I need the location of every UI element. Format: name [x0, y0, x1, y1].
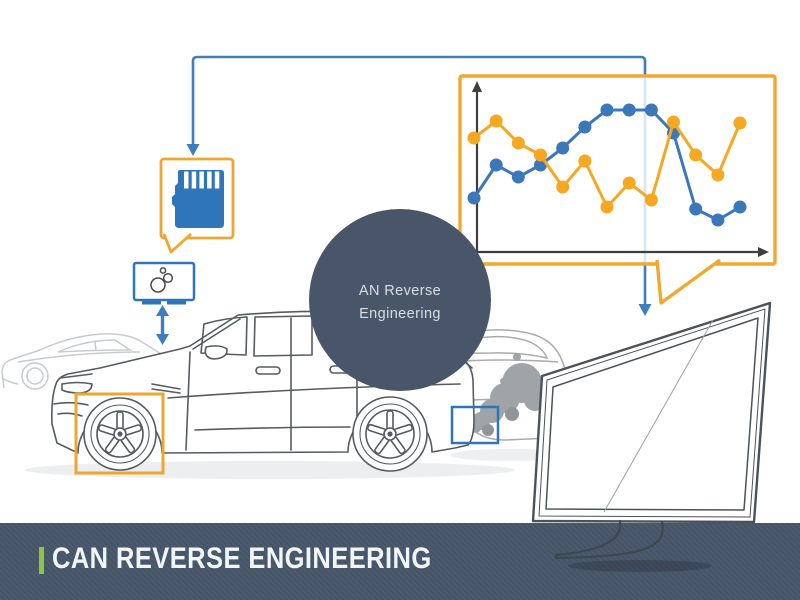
badge-circle: AN Reverse Engineering: [309, 209, 491, 391]
blue-highlight-box: [450, 405, 500, 445]
monitor-icon: [531, 301, 772, 572]
car-bumper-lines: [53, 401, 89, 417]
car-rear-window: [253, 315, 313, 357]
data-point-orange: [644, 193, 658, 207]
sd-card-pins: [184, 171, 220, 189]
chart-series: [467, 103, 747, 227]
dongle-foot: [167, 300, 186, 305]
data-point-blue: [511, 170, 525, 184]
line-chart-speech-bubble: [458, 74, 777, 266]
orange-highlight-box: [74, 392, 165, 475]
data-point-blue: [556, 141, 570, 155]
up-down-arrow-icon: [156, 305, 169, 345]
car-headlight: [61, 381, 93, 394]
bg-car-left-rim: [26, 367, 44, 385]
front-wheel-spokes: [97, 411, 143, 454]
car-door-handle: [255, 366, 281, 375]
data-point-orange: [578, 154, 592, 168]
data-point-orange: [667, 115, 680, 129]
data-point-orange: [689, 148, 703, 162]
exhaust-smoke-dark: [482, 407, 519, 436]
monitor-screen: [545, 317, 759, 511]
data-point-blue: [689, 202, 703, 216]
car-mirror: [204, 345, 228, 360]
speech-bubble-tail: [162, 232, 192, 254]
monitor-bezel-line: [538, 308, 766, 518]
data-point-orange: [711, 168, 725, 182]
car-front-wheel: [83, 397, 157, 471]
chart-bubble: [458, 74, 777, 305]
bg-car-left-window: [57, 339, 133, 353]
sd-card-icon: [172, 170, 224, 228]
monitor-stand: [554, 519, 664, 560]
dongle-foot: [142, 300, 161, 305]
page-title: CAN REVERSE ENGINEERING: [52, 542, 432, 575]
data-point-orange: [556, 180, 570, 194]
badge-line1: AN Reverse: [359, 283, 441, 299]
data-point-orange: [467, 131, 481, 145]
car-a-pillar: [192, 318, 241, 350]
data-point-orange: [489, 114, 503, 128]
data-point-blue: [489, 158, 503, 172]
badge-line2: Engineering: [359, 306, 441, 322]
dongle-bubbles: [150, 267, 174, 293]
monitor-shadow: [568, 560, 712, 572]
car-fender-vent: [151, 383, 181, 394]
car-rear-wheel: [352, 396, 428, 472]
connector-path: [191, 55, 647, 306]
data-point-orange: [600, 200, 614, 214]
screen-reflection: [603, 319, 714, 513]
connector-line: [186, 55, 652, 316]
data-point-blue: [711, 213, 725, 227]
bg-car-left-wheel: [21, 362, 49, 390]
badge-background: [309, 209, 491, 391]
down-arrow-icon: [186, 144, 200, 156]
data-point-blue: [600, 103, 614, 117]
obd-dongle: [132, 261, 196, 345]
data-point-blue: [467, 191, 481, 205]
bg-car-left-beltline: [17, 351, 141, 363]
sd-card-bubble: [159, 157, 235, 254]
y-axis-arrow: [472, 81, 482, 92]
car-lower-crease: [194, 426, 351, 431]
data-point-blue: [578, 120, 592, 134]
chart-bubble-tail: [655, 258, 722, 305]
data-point-blue: [622, 103, 636, 117]
bg-car-left-pillar: [94, 340, 97, 352]
x-axis-arrow: [758, 247, 769, 257]
data-point-blue: [644, 103, 658, 117]
title-accent-bar: [39, 547, 44, 574]
chart-axes: [467, 81, 769, 257]
data-point-orange: [733, 116, 747, 130]
data-point-orange: [534, 148, 547, 162]
data-point-blue: [733, 200, 747, 214]
bg-car-left-body: [1, 333, 173, 389]
down-arrow-icon: [638, 304, 652, 316]
title-bar: CAN REVERSE ENGINEERING: [0, 523, 800, 600]
data-point-orange: [511, 136, 525, 150]
bg-car-left-bumper: [1, 377, 19, 385]
data-point-orange: [622, 176, 636, 190]
car-grille-line: [59, 373, 93, 379]
